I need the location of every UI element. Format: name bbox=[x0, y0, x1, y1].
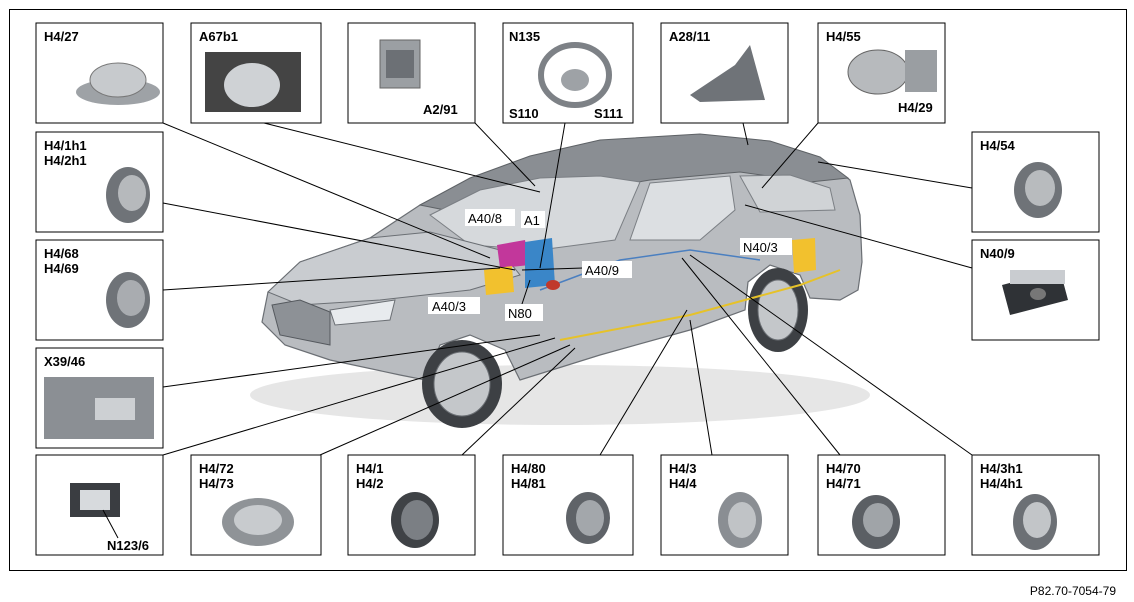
label-a2-91: A2/91 bbox=[423, 102, 458, 117]
connector-socket-icon bbox=[44, 377, 154, 439]
car-illustration bbox=[250, 133, 870, 428]
bass-speaker-icon bbox=[566, 492, 610, 544]
callout-a28-11: A28/11 bbox=[660, 22, 789, 124]
rear-wheel bbox=[748, 268, 808, 352]
bracket-module-icon bbox=[379, 39, 421, 89]
a1-cluster bbox=[525, 238, 555, 288]
label-h4-69: H4/69 bbox=[44, 261, 79, 276]
label-h4-81: H4/81 bbox=[511, 476, 546, 491]
label-h4-71: H4/71 bbox=[826, 476, 861, 491]
callout-x39-46: X39/46 bbox=[35, 347, 164, 449]
callout-h4-1h1: H4/1h1 H4/2h1 bbox=[35, 131, 164, 233]
label-h4-55: H4/55 bbox=[826, 29, 861, 44]
car-labels: A40/8 A1 A40/9 A40/3 N80 N40/3 bbox=[428, 209, 792, 321]
rear-midrange-speaker-icon bbox=[1013, 494, 1057, 550]
label-a40-3: A40/3 bbox=[432, 299, 466, 314]
round-speaker-icon bbox=[718, 492, 762, 548]
woofer-speaker-icon bbox=[391, 492, 439, 548]
label-h4-4: H4/4 bbox=[669, 476, 697, 491]
callout-h4-3: H4/3 H4/4 bbox=[660, 454, 789, 556]
label-a40-8: A40/8 bbox=[468, 211, 502, 226]
grille-speaker-icon bbox=[852, 495, 900, 549]
label-x39-46: X39/46 bbox=[44, 354, 85, 369]
label-h4-3: H4/3 bbox=[669, 461, 696, 476]
label-n80: N80 bbox=[508, 306, 532, 321]
label-h4-70: H4/70 bbox=[826, 461, 861, 476]
label-h4-4h1: H4/4h1 bbox=[980, 476, 1023, 491]
rear-speaker-icon bbox=[847, 49, 937, 95]
n40-3-unit bbox=[792, 238, 816, 273]
label-h4-2: H4/2 bbox=[356, 476, 383, 491]
shark-fin-antenna-icon bbox=[690, 45, 765, 102]
label-a28-11: A28/11 bbox=[669, 29, 710, 44]
label-h4-29: H4/29 bbox=[898, 100, 933, 115]
n80-module bbox=[546, 280, 560, 290]
callout-h4-54: H4/54 bbox=[971, 131, 1100, 233]
mirror-sensor-icon bbox=[205, 52, 301, 112]
a40-8-module bbox=[497, 240, 530, 268]
label-h4-54: H4/54 bbox=[980, 138, 1015, 153]
label-h4-73: H4/73 bbox=[199, 476, 234, 491]
label-a67b1: A67b1 bbox=[199, 29, 238, 44]
callout-h4-55: H4/55 H4/29 bbox=[817, 22, 946, 124]
label-n135: N135 bbox=[509, 29, 540, 44]
midrange-speaker-icon bbox=[106, 167, 150, 223]
label-h4-68: H4/68 bbox=[44, 246, 79, 261]
callout-h4-68: H4/68 H4/69 bbox=[35, 239, 164, 341]
control-unit-icon bbox=[70, 483, 120, 517]
label-s110: S110 bbox=[509, 106, 539, 121]
label-a40-9: A40/9 bbox=[585, 263, 619, 278]
callout-n123-6: N123/6 bbox=[35, 454, 164, 556]
callout-h4-72: H4/72 H4/73 bbox=[190, 454, 322, 556]
label-h4-3h1: H4/3h1 bbox=[980, 461, 1023, 476]
a40-3-unit bbox=[484, 266, 514, 295]
label-h4-27: H4/27 bbox=[44, 29, 79, 44]
callout-a2-91: A2/91 bbox=[347, 22, 476, 124]
label-a1: A1 bbox=[524, 213, 540, 228]
callout-h4-27: H4/27 bbox=[35, 22, 164, 124]
amplifier-module-icon bbox=[1002, 270, 1068, 315]
door-speaker-icon bbox=[106, 272, 150, 328]
label-h4-80: H4/80 bbox=[511, 461, 546, 476]
leader-lines bbox=[162, 122, 973, 456]
label-n123-6: N123/6 bbox=[107, 538, 149, 553]
label-n40-9: N40/9 bbox=[980, 246, 1015, 261]
label-h4-72: H4/72 bbox=[199, 461, 234, 476]
label-h4-1: H4/1 bbox=[356, 461, 383, 476]
front-wheel bbox=[422, 340, 502, 428]
callout-n135: N135 S110 S111 bbox=[502, 22, 634, 124]
oval-speaker-icon bbox=[222, 498, 294, 546]
steering-wheel-icon bbox=[538, 42, 612, 108]
callout-h4-1: H4/1 H4/2 bbox=[347, 454, 476, 556]
callout-h4-80: H4/80 H4/81 bbox=[502, 454, 634, 556]
figure-reference: P82.70-7054-79 bbox=[1029, 584, 1116, 598]
label-h4-2h1: H4/2h1 bbox=[44, 153, 87, 168]
label-n40-3: N40/3 bbox=[743, 240, 778, 255]
callout-h4-70: H4/70 H4/71 bbox=[817, 454, 946, 556]
callout-n40-9: N40/9 bbox=[971, 239, 1100, 341]
callout-a67b1: A67b1 bbox=[190, 22, 322, 124]
label-h4-1h1: H4/1h1 bbox=[44, 138, 87, 153]
tailgate-speaker-icon bbox=[1014, 162, 1062, 218]
callout-h4-3h1: H4/3h1 H4/4h1 bbox=[971, 454, 1100, 556]
tweeter-speaker-icon bbox=[76, 62, 160, 105]
label-s111: S111 bbox=[594, 106, 623, 121]
